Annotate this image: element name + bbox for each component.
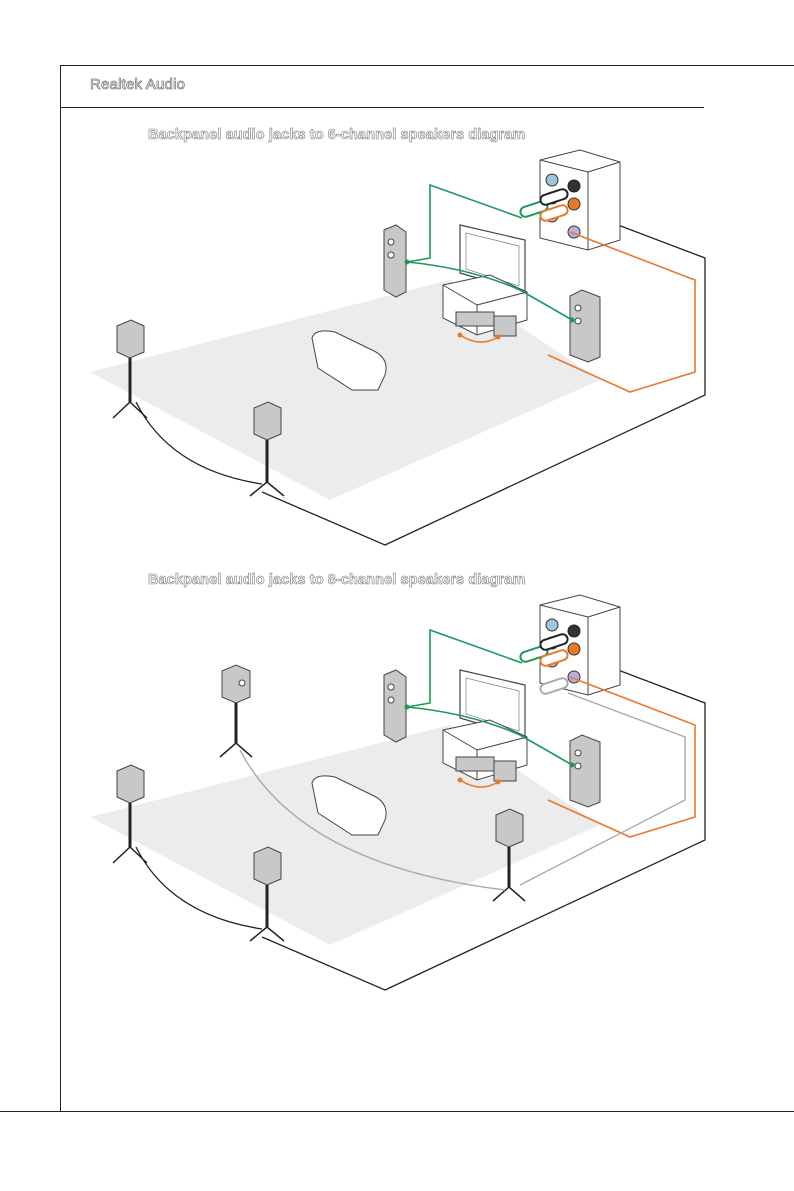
speaker-icon [384,225,406,297]
speaker-icon [570,735,600,807]
speaker-icon [570,290,600,362]
speaker-icon [220,665,252,757]
center-speaker-icon [456,312,494,326]
diagram-6-channel [0,140,794,560]
center-speaker-icon [456,757,494,771]
page-frame-bottom [0,1111,794,1112]
section-title: Realtek Audio [90,76,185,93]
diagram-8-channel [0,585,794,1005]
page-frame-top [60,65,794,66]
subwoofer-icon [494,316,516,336]
header-rule [60,107,704,108]
subwoofer-icon [494,761,516,781]
speaker-icon [384,670,406,742]
